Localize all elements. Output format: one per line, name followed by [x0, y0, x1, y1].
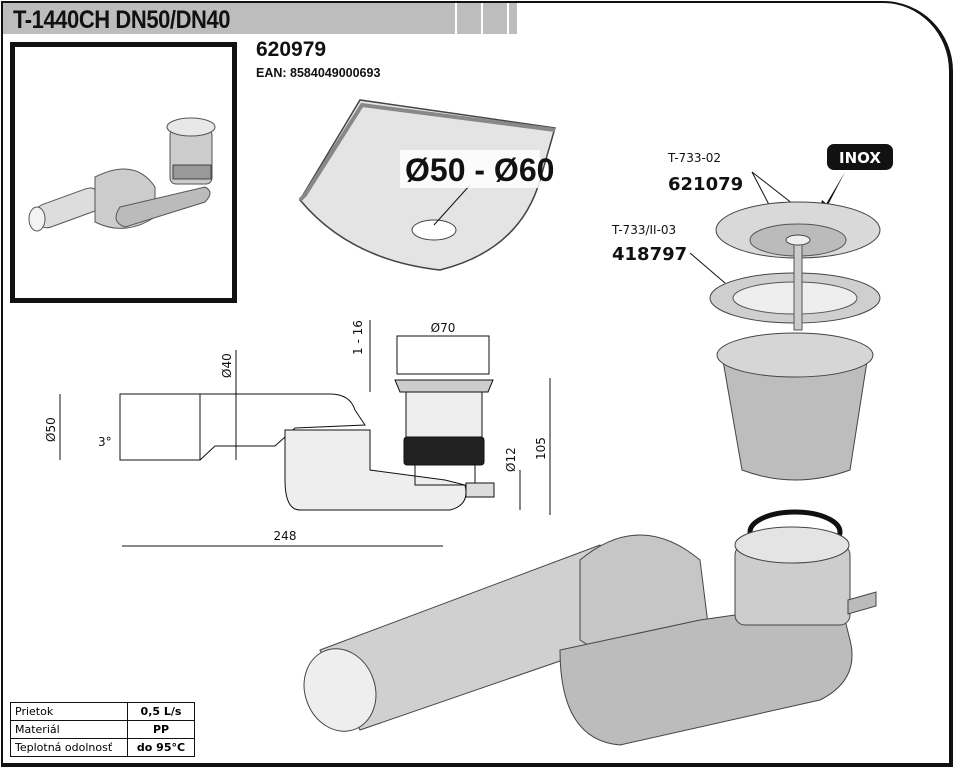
spec-value: 0,5 L/s [127, 702, 195, 721]
dim-d12: Ø12 [504, 447, 518, 472]
sink-corner-illustration: Ø50 - Ø60 [298, 99, 556, 271]
sink-diameter-label: Ø50 - Ø60 [405, 152, 554, 188]
product-title: T-1440CH DN50/DN40 [13, 6, 231, 34]
dim-d40: Ø40 [220, 353, 234, 378]
dim-d50: Ø50 [44, 417, 58, 442]
header-stripe [509, 3, 517, 34]
spec-label: Materiál [10, 720, 128, 739]
dim-d70: Ø70 [431, 321, 456, 335]
dim-height: 105 [534, 437, 548, 460]
header-bar: T-1440CH DN50/DN40 [3, 3, 455, 34]
dim-angle: 3° [98, 435, 112, 449]
inox-label: INOX [839, 149, 881, 167]
part-code: 621079 [668, 174, 743, 195]
product-thumbnail [10, 42, 237, 303]
dimension-drawing [59, 320, 551, 547]
spec-value: PP [127, 720, 195, 739]
siphon-illustration [303, 526, 877, 746]
siphon-thumbnail-image [28, 117, 216, 232]
header-stripe [483, 3, 507, 34]
spec-value: do 95°C [127, 738, 195, 757]
spec-label: Teplotná odolnosť [10, 738, 128, 757]
spec-label: Prietok [10, 702, 128, 721]
strainer-assembly-illustration [709, 201, 881, 555]
header-stripe [457, 3, 481, 34]
product-code: 620979 [256, 38, 327, 61]
dim-1-16: 1 - 16 [351, 320, 365, 355]
part-code: 418797 [612, 244, 687, 265]
ean-code: EAN: 8584049000693 [256, 66, 381, 80]
dim-length: 248 [274, 529, 297, 543]
part-name: T-733-02 [667, 151, 721, 165]
part-name: T-733/II-03 [611, 223, 676, 237]
